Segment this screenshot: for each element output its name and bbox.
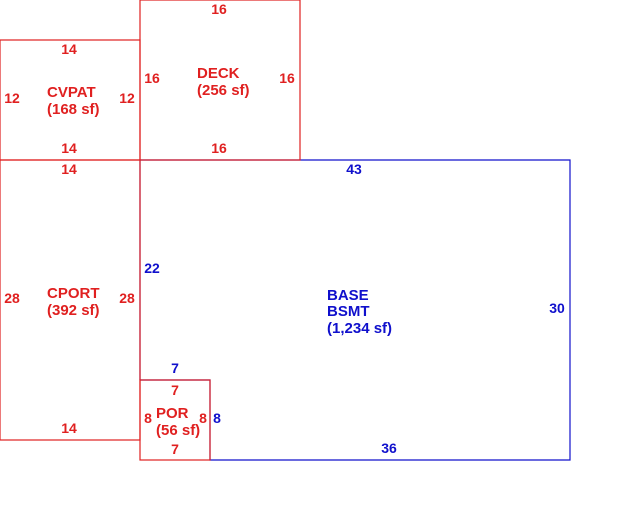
deck-outline xyxy=(139,0,301,161)
deck-label-line-2: (256 sf) xyxy=(197,82,250,99)
cvpat-dim-right: 12 xyxy=(119,90,135,106)
deck-dim-bottom: 16 xyxy=(211,140,227,156)
base-dim-top: 43 xyxy=(346,161,362,177)
cvpat-label-line-2: (168 sf) xyxy=(47,101,100,118)
por-dim-bottom: 7 xyxy=(171,441,179,457)
cport-dim-top: 14 xyxy=(61,161,77,177)
base-label-line-3: (1,234 sf) xyxy=(327,320,392,337)
por-label-line-1: POR xyxy=(156,405,189,422)
base-dim-left: 22 xyxy=(144,260,160,276)
deck-dim-left: 16 xyxy=(144,70,160,86)
cport-dim-right: 28 xyxy=(119,290,135,306)
por-outline xyxy=(139,379,211,461)
base-label-line-2: BSMT xyxy=(327,303,370,320)
por-dim-right: 8 xyxy=(199,410,207,426)
base-label-line-1: BASE xyxy=(327,287,369,304)
area-por: 7 7 8 8 POR (56 sf) xyxy=(139,379,211,461)
cport-dim-left: 28 xyxy=(4,290,20,306)
por-dim-left: 8 xyxy=(144,410,152,426)
area-deck: 16 16 16 16 DECK (256 sf) xyxy=(139,0,301,161)
base-dim-notch-top: 7 xyxy=(171,360,179,376)
deck-dim-top: 16 xyxy=(211,1,227,17)
cvpat-dim-bottom: 14 xyxy=(61,140,77,156)
por-dim-top: 7 xyxy=(171,382,179,398)
cvpat-label-line-1: CVPAT xyxy=(47,84,96,101)
base-dim-bottom: 36 xyxy=(381,440,397,456)
base-dim-right: 30 xyxy=(549,300,565,316)
cport-label-line-1: CPORT xyxy=(47,285,100,302)
cport-dim-bottom: 14 xyxy=(61,420,77,436)
area-cvpat: 14 14 12 12 CVPAT (168 sf) xyxy=(0,39,141,161)
base-dim-notch-side: 8 xyxy=(213,410,221,426)
por-label-line-2: (56 sf) xyxy=(156,422,200,439)
cvpat-dim-top: 14 xyxy=(61,41,77,57)
area-cport: 14 14 28 28 CPORT (392 sf) xyxy=(0,159,141,441)
cport-label-line-2: (392 sf) xyxy=(47,302,100,319)
deck-label-line-1: DECK xyxy=(197,65,240,82)
deck-dim-right: 16 xyxy=(279,70,295,86)
cport-outline xyxy=(0,159,141,441)
cvpat-dim-left: 12 xyxy=(4,90,20,106)
